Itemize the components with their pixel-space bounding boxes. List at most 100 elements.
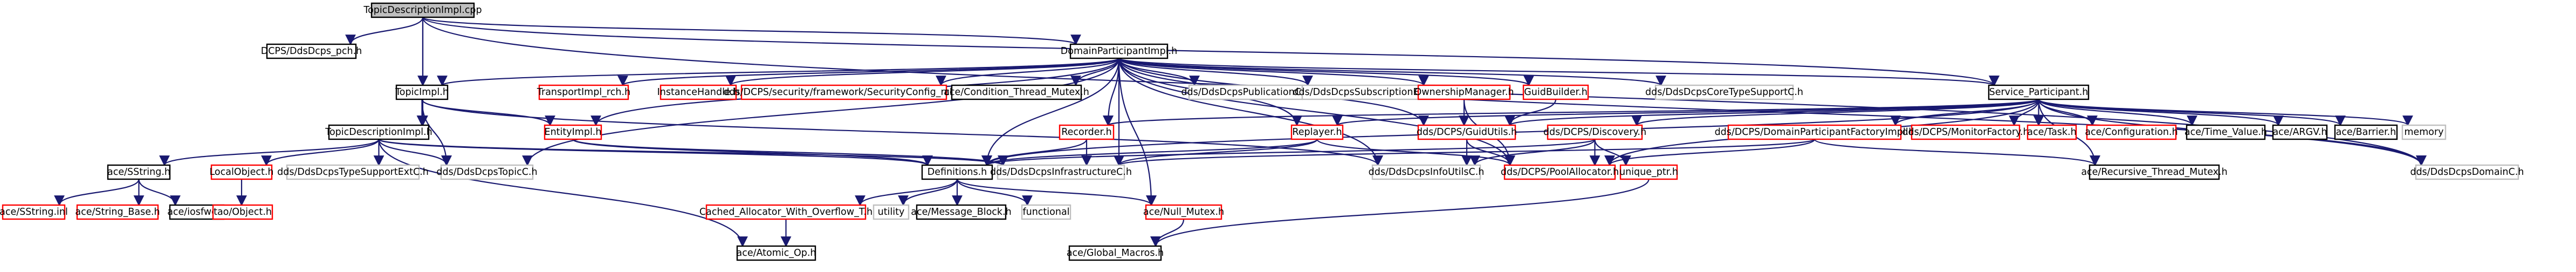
node-msgblock[interactable]: ace/Message_Block.h	[911, 204, 1012, 220]
edge-dpfi-to-poolalloc	[1604, 139, 1816, 166]
node-root[interactable]: TopicDescriptionImpl.cpp	[363, 2, 482, 18]
edge-discovery-to-uniqueptr	[1594, 139, 1631, 166]
node-box	[916, 204, 1007, 220]
edge-dpi-to-domainc	[1118, 58, 2427, 166]
node-label: OwnershipManager.h	[1414, 87, 1514, 98]
edge-root-to-service	[422, 17, 2000, 86]
node-box	[2415, 164, 2519, 180]
node-box	[921, 164, 993, 180]
node-recmutex[interactable]: ace/Recursive_Thread_Mutex.h	[2081, 164, 2228, 180]
node-box	[210, 164, 273, 180]
node-label: ace/Null_Mutex.h	[1143, 207, 1224, 217]
node-discovery: dds/DCPS/Discovery.h	[1543, 124, 1646, 140]
node-label: dds/DdsDcpsCoreTypeSupportC.h	[1645, 87, 1803, 98]
node-guidbuilder: GuidBuilder.h	[1522, 84, 1589, 100]
node-label: dds/DCPS/MonitorFactory.h	[1902, 127, 2029, 138]
node-timevalue[interactable]: ace/Time_Value.h	[2185, 124, 2267, 140]
node-label: DCPS/DdsDcps_pch.h	[261, 46, 362, 57]
node-sstring[interactable]: ace/SString.h	[107, 164, 171, 180]
edge-dpi-to-infoutils	[1118, 58, 1383, 166]
node-taoobj: tao/Object.h	[212, 204, 273, 220]
node-box	[1654, 84, 1794, 100]
node-box	[1188, 84, 1303, 100]
edge-service-to-recorder	[1103, 98, 2039, 126]
node-utility: utility	[873, 204, 910, 220]
node-label: ace/SString.h	[107, 167, 170, 178]
edge-service-to-barrier	[2038, 98, 2346, 126]
node-box	[2027, 124, 2077, 140]
node-label: memory	[2404, 127, 2443, 138]
node-label: functional	[1022, 207, 1069, 217]
node-box	[286, 164, 420, 180]
edge-dpi-to-secconf	[936, 58, 1120, 86]
node-cached: Cached_Allocator_With_Overflow_T.h	[699, 204, 873, 220]
node-dpi[interactable]: DomainParticipantImpl.h	[1061, 43, 1177, 59]
node-topicimpl[interactable]: TopicImpl.h	[395, 84, 449, 100]
node-box	[328, 124, 430, 140]
node-box	[1911, 124, 2021, 140]
edge-dpi-to-topicimpl	[437, 57, 1120, 86]
node-label: TransportImpl_rch.h	[537, 87, 630, 98]
node-box	[736, 245, 816, 261]
edge-topicimpl-to-topicc	[421, 99, 452, 166]
node-argv[interactable]: ace/ARGV.h	[2272, 124, 2328, 140]
node-box	[544, 124, 602, 140]
node-box	[705, 204, 867, 220]
edge-dpfi-to-infra	[1114, 138, 1816, 166]
node-box	[440, 164, 534, 180]
edge-dpi-to-coretype	[1118, 57, 1666, 86]
node-task: ace/Task.h	[2027, 124, 2077, 140]
edge-tdi-to-atomic	[378, 139, 748, 247]
node-box	[1371, 164, 1481, 180]
node-box	[2, 204, 66, 220]
edge-service-to-guidutils	[1505, 98, 2039, 126]
node-service[interactable]: Service_Participant.h	[1988, 84, 2090, 100]
node-label: Replayer.h	[1292, 127, 1342, 138]
node-label: ace/iosfwd.h	[167, 207, 226, 217]
node-tdi[interactable]: TopicDescriptionImpl.h	[325, 124, 432, 140]
node-label: dds/DCPS/PoolAllocator.h	[1501, 167, 1619, 178]
node-typeext: dds/DdsDcpsTypeSupportExtC.h	[277, 164, 429, 180]
node-domainc: dds/DdsDcpsDomainC.h	[2410, 164, 2524, 180]
node-box	[212, 204, 273, 220]
node-barrier[interactable]: ace/Barrier.h	[2334, 124, 2398, 140]
node-box	[997, 164, 1125, 180]
edge-definitions-to-functional	[956, 179, 1033, 206]
edge-entityimpl-to-infra	[572, 138, 1008, 166]
node-box	[1619, 164, 1678, 180]
node-label: InstanceHandle.h	[657, 87, 740, 98]
node-condmutex[interactable]: ace/Condition_Thread_Mutex.h	[944, 84, 1089, 100]
node-box	[2272, 124, 2328, 140]
node-box	[370, 2, 475, 18]
node-atomic[interactable]: ace/Atomic_Op.h	[736, 245, 816, 261]
edge-dpi-to-topicc	[522, 58, 1120, 166]
node-label: ace/Global_Macros.h	[1067, 248, 1164, 259]
node-secconf: dds/DCPS/security/framework/SecurityConf…	[723, 84, 965, 100]
node-transport: TransportImpl_rch.h	[537, 84, 630, 100]
node-box	[538, 84, 629, 100]
node-label: dds/DCPS/security/framework/SecurityConf…	[723, 87, 964, 98]
node-box	[660, 84, 737, 100]
node-label: ace/Time_Value.h	[2185, 127, 2267, 138]
node-box	[76, 204, 159, 220]
node-ownership: OwnershipManager.h	[1414, 84, 1514, 100]
node-label: EntityImpl.h	[545, 127, 602, 138]
node-box	[1068, 245, 1162, 261]
node-label: Definitions.h	[928, 167, 987, 178]
node-recorder: Recorder.h	[1059, 124, 1115, 140]
node-sstringbase: ace/String_Base.h	[75, 204, 160, 220]
node-globalmacros[interactable]: ace/Global_Macros.h	[1067, 245, 1164, 261]
node-label: Service_Participant.h	[1989, 87, 2089, 98]
edge-tdi-to-infra	[378, 138, 1008, 166]
node-box	[1145, 204, 1222, 220]
edge-service-to-argv	[2038, 99, 2284, 126]
edge-dpi-to-transport	[617, 57, 1120, 86]
edge-tdi-to-localobj	[261, 139, 380, 166]
node-pch[interactable]: DCPS/DdsDcps_pch.h	[261, 43, 362, 59]
node-definitions[interactable]: Definitions.h	[921, 164, 993, 180]
node-dpfi: dds/DCPS/DomainParticipantFactoryImpl.h	[1715, 124, 1914, 140]
node-label: ace/Recursive_Thread_Mutex.h	[2081, 167, 2227, 178]
node-box	[1988, 84, 2090, 100]
node-guidutils: dds/DCPS/GuidUtils.h	[1417, 124, 1517, 140]
node-label: ace/Message_Block.h	[911, 207, 1011, 217]
